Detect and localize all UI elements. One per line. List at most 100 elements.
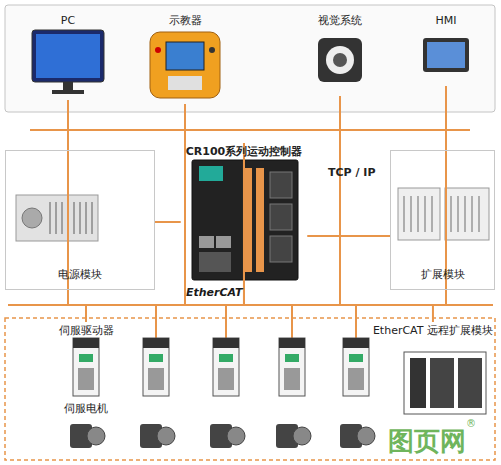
servo-region	[5, 318, 495, 460]
node-text: 伺服驱动器	[59, 324, 114, 337]
bus-lines-part	[225, 305, 227, 338]
servo-units-part-part	[149, 354, 163, 362]
node-text: 伺服电机	[64, 402, 108, 415]
servo-units-part-part	[343, 338, 369, 348]
pc-icon-part	[52, 90, 84, 94]
bus-lines-part	[355, 305, 357, 338]
hmi-icon-part	[427, 42, 465, 68]
node-text: 扩展模块	[421, 268, 465, 281]
servo-units-part-part	[348, 368, 364, 390]
servo-units-part-part	[218, 368, 234, 390]
controller-node: CR100系列运动控制器	[181, 143, 308, 284]
expansion-module-icon	[398, 188, 489, 240]
expansion-module-icon-part-part	[471, 196, 473, 232]
node-text: HMI	[435, 14, 456, 27]
servo-units	[70, 338, 375, 448]
expansion-module-icon-part-part	[424, 196, 426, 232]
bus-connector	[155, 221, 181, 223]
servo-units-part-part	[357, 427, 375, 445]
top-panel-part	[5, 5, 495, 112]
remote-module-icon	[404, 352, 486, 414]
expansion-module-box: 扩展模块	[390, 150, 495, 290]
remote-module-icon-part	[458, 358, 482, 408]
node-text: EtherCAT 远程扩展模块	[373, 324, 493, 337]
teach-pendant-icon-part	[150, 32, 220, 98]
power-module-icon-part	[16, 195, 98, 241]
remote-module-icon-part	[430, 358, 454, 408]
controller-icon-part	[216, 236, 231, 248]
servo-units-part-part	[157, 427, 175, 445]
expansion-module-icon-part-part	[417, 196, 419, 232]
remote-module-icon-part	[404, 352, 486, 414]
hmi-icon	[423, 38, 469, 72]
bus-connector	[244, 86, 446, 305]
bus-lines-part	[155, 305, 157, 338]
bus-lines-part	[30, 129, 470, 131]
expansion-module-icon-part	[445, 188, 489, 240]
expansion-module-icon-part-part	[464, 196, 466, 232]
servo-units-part-part	[279, 338, 305, 348]
servo-units-part-part	[279, 338, 305, 396]
pc-icon-part	[32, 30, 104, 82]
power-module-icon-part-part	[61, 202, 63, 234]
node-text: PC	[61, 14, 75, 27]
protocol-label: TCP / IP	[328, 166, 375, 179]
bus-logo: EtherCAT	[186, 286, 243, 299]
power-module-box: 电源模块	[5, 150, 155, 290]
servo-units-part-part	[349, 354, 363, 362]
servo-units-part	[70, 338, 105, 448]
servo-units-part-part	[143, 338, 169, 348]
servo-units-part-part	[78, 368, 94, 390]
vision-camera-icon-part	[333, 53, 347, 67]
bus-lines	[8, 130, 493, 338]
expansion-module-icon-part-part	[478, 196, 480, 232]
vision-camera-icon-part	[318, 38, 362, 82]
servo-units-part-part	[293, 427, 311, 445]
servo-units-part	[340, 338, 375, 448]
controller-icon-part	[270, 204, 292, 230]
power-module-icon-part-part	[73, 202, 75, 234]
servo-units-part-part	[143, 338, 169, 396]
controller-icon-part	[270, 172, 292, 198]
top-panel	[5, 5, 495, 112]
bus-connector	[244, 96, 340, 305]
power-module-icon-part-part	[85, 202, 87, 234]
pc-icon-part	[36, 34, 100, 78]
power-module-icon-part-part	[55, 202, 57, 234]
servo-units-part-part	[284, 368, 300, 390]
servo-units-part-part	[87, 427, 105, 445]
power-module-icon	[16, 195, 98, 241]
controller-icon-part	[199, 236, 214, 248]
node-text: 示教器	[169, 14, 202, 27]
vision-system-node: 视觉系统	[300, 12, 380, 96]
power-module-icon-part-part	[79, 202, 81, 234]
controller-icon-part	[256, 168, 264, 272]
servo-units-part-part	[219, 354, 233, 362]
node-text: CR100系列运动控制器	[186, 145, 303, 158]
pc-icon	[32, 30, 104, 94]
watermark: 图页网	[388, 424, 466, 459]
bus-connector	[307, 235, 390, 237]
node-text: 视觉系统	[318, 14, 362, 27]
servo-units-part	[276, 338, 311, 448]
expansion-module-icon-part-part	[457, 196, 459, 232]
teach-pendant-icon-part	[209, 47, 215, 53]
servo-units-part-part	[285, 354, 299, 362]
servo-units-part-part	[227, 427, 245, 445]
servo-drive-node: 伺服驱动器	[52, 322, 120, 398]
teach-pendant-icon-part	[168, 76, 202, 90]
power-module-icon-part-part	[91, 202, 93, 234]
hmi-icon-part	[423, 38, 469, 72]
power-module-icon-part-part	[49, 202, 51, 234]
expansion-module-icon-part-part	[403, 196, 405, 232]
controller-icon-part	[199, 252, 231, 272]
servo-motor-node: 伺服电机	[50, 400, 122, 458]
servo-units-part	[210, 338, 245, 448]
controller-icon	[192, 160, 298, 280]
controller-icon-part	[199, 166, 223, 181]
teach-pendant-icon-part	[155, 47, 161, 53]
expansion-module-icon-part-part	[450, 196, 452, 232]
